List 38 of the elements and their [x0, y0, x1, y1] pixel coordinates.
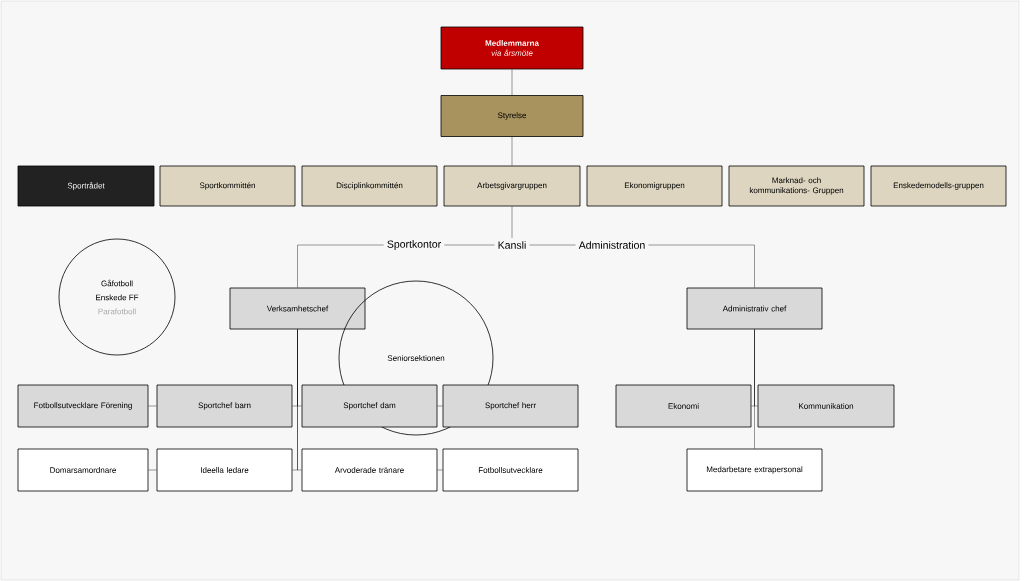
connector-line	[511, 136, 513, 166]
section-label: Kansli	[494, 238, 530, 252]
role-box: Arvoderade tränare	[301, 448, 438, 492]
section-label: Administration	[575, 238, 649, 252]
role-box: Ideella ledare	[156, 448, 293, 492]
connector-line	[511, 69, 513, 96]
committee-box: Sportkommittén	[159, 165, 296, 207]
role-box: Ekonomi	[615, 384, 752, 428]
role-box: Domarsamordnare	[17, 448, 149, 492]
connector-line	[754, 329, 755, 449]
connector-line	[444, 244, 495, 246]
committee-box: Marknad- och kommunikations- Gruppen	[728, 165, 865, 207]
member-box: Medlemmarna via årsmöte	[440, 26, 584, 70]
committee-box: Ekonomigruppen	[586, 165, 723, 207]
connector-line	[511, 206, 513, 239]
committee-box: Sportrådet	[17, 165, 155, 207]
connector-line	[437, 469, 443, 471]
connector-line	[529, 244, 576, 246]
role-box: Sportchef barn	[156, 384, 293, 428]
connector-line	[648, 244, 755, 288]
committee-box: Enskedemodells-gruppen	[870, 165, 1007, 207]
connector-line	[437, 405, 443, 407]
role-box: Fotbollsutvecklare	[442, 448, 579, 492]
role-box: Verksamhetschef	[229, 287, 366, 330]
role-box: Medarbetare extrapersonal	[686, 448, 823, 492]
role-box: Fotbollsutvecklare Förening	[17, 384, 149, 428]
connector-line	[297, 329, 302, 471]
committee-box: Disciplinkommittén	[301, 165, 438, 207]
connector-line	[148, 469, 157, 471]
role-box: Sportchef herr	[442, 384, 579, 428]
section-label: Sportkontor	[383, 237, 445, 253]
role-box: Sportchef dam	[301, 384, 438, 428]
connector-line	[297, 244, 384, 288]
committee-box: Arbetsgivargruppen	[443, 165, 581, 207]
board-box: Styrelse	[440, 95, 584, 137]
role-box: Kommunikation	[757, 384, 895, 428]
role-box: Administrativ chef	[686, 287, 823, 330]
connector-line	[148, 405, 157, 407]
